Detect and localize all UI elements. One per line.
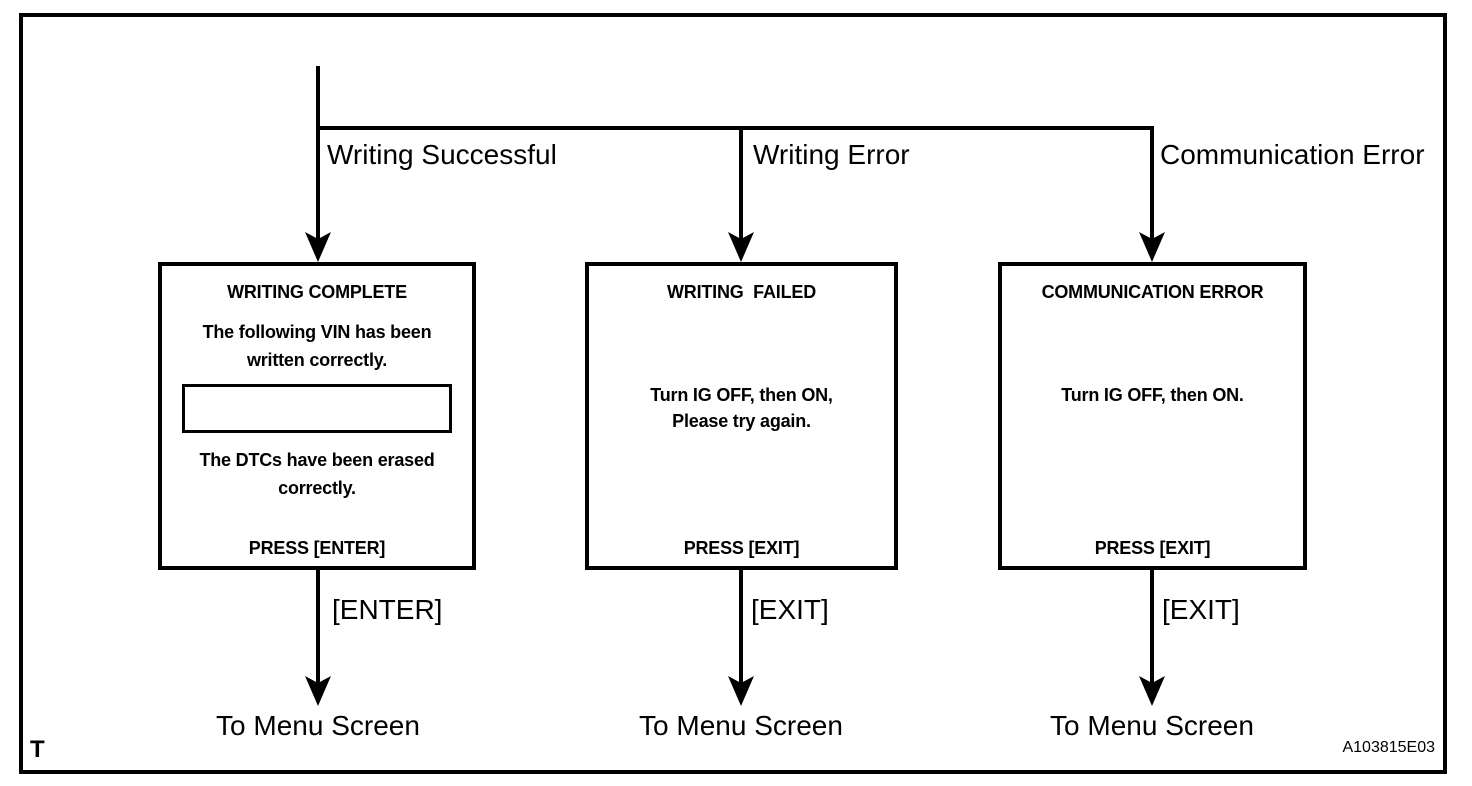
condition-label-writing-successful: Writing Successful [327,139,557,170]
vin-display-field [182,384,452,433]
condition-label-writing-error: Writing Error [753,139,910,170]
destination-label-menu-screen: To Menu Screen [216,710,420,741]
screen-title: WRITING FAILED [667,282,816,302]
screen-body-line: Turn IG OFF, then ON. [1061,385,1244,405]
screen-body-line: Please try again. [672,411,811,431]
key-label-enter: [ENTER] [332,594,443,625]
screen-body-line: Turn IG OFF, then ON, [650,385,833,405]
diagram-border [19,13,1447,774]
screen-box-communication-error: COMMUNICATION ERROR Turn IG OFF, then ON… [998,262,1307,570]
arrow-down-icon [305,232,331,262]
screen-body-line: The DTCs have been erased [199,450,435,470]
destination-label-menu-screen: To Menu Screen [639,710,843,741]
figure-code: A103815E03 [1342,739,1435,756]
condition-label-communication-error: Communication Error [1160,139,1425,170]
screen-body-line: correctly. [278,478,356,498]
arrow-down-icon [728,676,754,706]
screen-title: COMMUNICATION ERROR [1041,282,1264,302]
screen-press-hint: PRESS [EXIT] [1094,538,1211,558]
key-label-exit: [EXIT] [751,594,829,625]
screen-box-writing-complete: WRITING COMPLETE The following VIN has b… [158,262,476,570]
screen-title: WRITING COMPLETE [227,282,407,302]
screen-box-writing-failed: WRITING FAILED Turn IG OFF, then ON, Ple… [585,262,898,570]
destination-label-menu-screen: To Menu Screen [1050,710,1254,741]
screen-press-hint: PRESS [ENTER] [248,538,386,558]
arrow-down-icon [728,232,754,262]
screen-press-hint: PRESS [EXIT] [683,538,800,558]
page-marker: T [30,736,45,763]
screen-body-line: written correctly. [246,350,388,370]
arrow-down-icon [305,676,331,706]
screen-body-line: The following VIN has been [202,322,432,342]
key-label-exit: [EXIT] [1162,594,1240,625]
arrow-down-icon [1139,676,1165,706]
arrow-down-icon [1139,232,1165,262]
